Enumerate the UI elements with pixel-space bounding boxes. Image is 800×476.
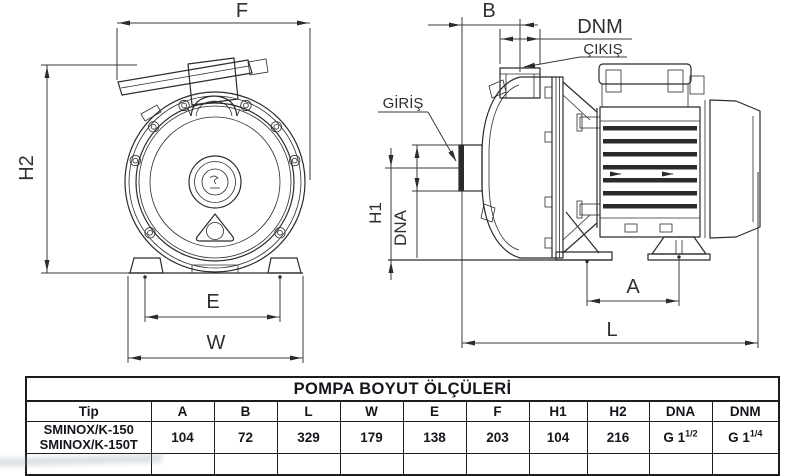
mounting-plate — [544, 76, 564, 259]
motor-foot — [647, 236, 711, 261]
dimension-w: W — [127, 276, 304, 363]
terminal-box — [117, 57, 269, 122]
bolt — [240, 99, 252, 112]
cell-b: 72 — [213, 421, 278, 454]
dimension-a: A — [586, 259, 680, 306]
cell-model: SMINOX/K-150 SMINOX/K-150T — [25, 421, 152, 454]
label-giris: GİRİŞ — [378, 94, 457, 162]
top-clamp — [187, 95, 241, 117]
model-name: SMINOX/K-150T — [39, 436, 138, 452]
bolt — [274, 227, 286, 239]
drain-plug — [195, 213, 235, 242]
center-hub — [188, 155, 242, 209]
dim-label-h2: H2 — [16, 155, 38, 181]
flange-bolts — [129, 99, 301, 239]
cell-dnm: G 11/4 — [711, 421, 780, 454]
dimension-e: E — [144, 276, 281, 322]
dimension-dnm: DNM — [499, 16, 632, 64]
dim-label-f: F — [236, 0, 248, 22]
dim-label-dnm: DNM — [577, 16, 623, 38]
cell-w: 179 — [339, 421, 404, 454]
inlet-port — [458, 144, 483, 192]
motor-terminal-box — [598, 63, 705, 108]
table-title: POMPA BOYUT ÖLÇÜLERİ — [25, 376, 780, 402]
dim-label-e: E — [206, 291, 219, 313]
dimension-l: L — [462, 172, 759, 348]
bolt — [148, 121, 160, 133]
model-name: SMINOX/K-150 — [43, 421, 134, 437]
dim-label-dna: DNA — [391, 209, 410, 246]
column-header-w: W — [339, 400, 404, 422]
outlet-label: ÇIKIŞ — [583, 41, 622, 58]
column-header-h1: H1 — [528, 400, 588, 422]
inlet-label: GİRİŞ — [383, 94, 424, 112]
label-cikis: ÇIKIŞ — [523, 41, 627, 68]
dim-label-l: L — [606, 319, 617, 341]
column-header-dna: DNA — [648, 400, 713, 422]
table-row: SMINOX/K-150 SMINOX/K-150T 104 72 329 17… — [25, 421, 780, 454]
column-header-b: B — [213, 400, 278, 422]
bolt — [270, 121, 282, 133]
front-view: F H2 E W — [16, 0, 311, 363]
cell-h2: 216 — [586, 421, 650, 454]
motor-body — [599, 106, 701, 238]
cooling-fins — [603, 126, 697, 209]
dimension-h1: H1 — [366, 148, 462, 280]
dim-label-w: W — [207, 332, 226, 354]
cell-e: 138 — [402, 421, 467, 454]
cell-l: 329 — [276, 421, 341, 454]
dimension-b: B — [428, 0, 538, 348]
column-header-tip: Tip — [25, 400, 152, 422]
cell-dna: G 11/2 — [648, 421, 713, 454]
cell-a: 104 — [150, 421, 215, 454]
pump-housing — [124, 91, 306, 273]
column-header-l: L — [276, 400, 341, 422]
column-header-e: E — [402, 400, 467, 422]
dimension-table: POMPA BOYUT ÖLÇÜLERİ Tip A B L W E F H1 … — [25, 376, 781, 476]
mounting-feet — [128, 257, 303, 279]
column-header-h2: H2 — [586, 400, 650, 422]
cell-f: 203 — [465, 421, 530, 454]
fan-cover — [704, 99, 761, 239]
dimension-dna: DNA — [391, 144, 483, 258]
cell-h1: 104 — [528, 421, 588, 454]
table-header-row: Tip A B L W E F H1 H2 DNA DNM — [25, 400, 780, 422]
outlet-port — [499, 67, 541, 99]
column-header-a: A — [150, 400, 215, 422]
column-header-f: F — [465, 400, 530, 422]
table-title-row: POMPA BOYUT ÖLÇÜLERİ — [25, 376, 780, 402]
volute-casing — [480, 76, 552, 259]
dim-label-b: B — [482, 0, 495, 22]
side-view: GİRİŞ B DNM ÇIKIŞ — [366, 0, 761, 348]
bolt — [144, 227, 156, 239]
technical-drawing: F H2 E W — [16, 0, 761, 363]
dimension-h2: H2 — [16, 64, 137, 274]
column-header-dnm: DNM — [711, 400, 780, 422]
motor-bracket — [555, 81, 613, 261]
dimension-f: F — [116, 0, 311, 180]
bolt — [129, 155, 141, 167]
bolt — [289, 155, 301, 167]
dim-label-h1: H1 — [366, 202, 385, 224]
bolt — [178, 99, 190, 112]
brand-mark — [209, 175, 220, 189]
dim-label-a: A — [626, 276, 640, 298]
